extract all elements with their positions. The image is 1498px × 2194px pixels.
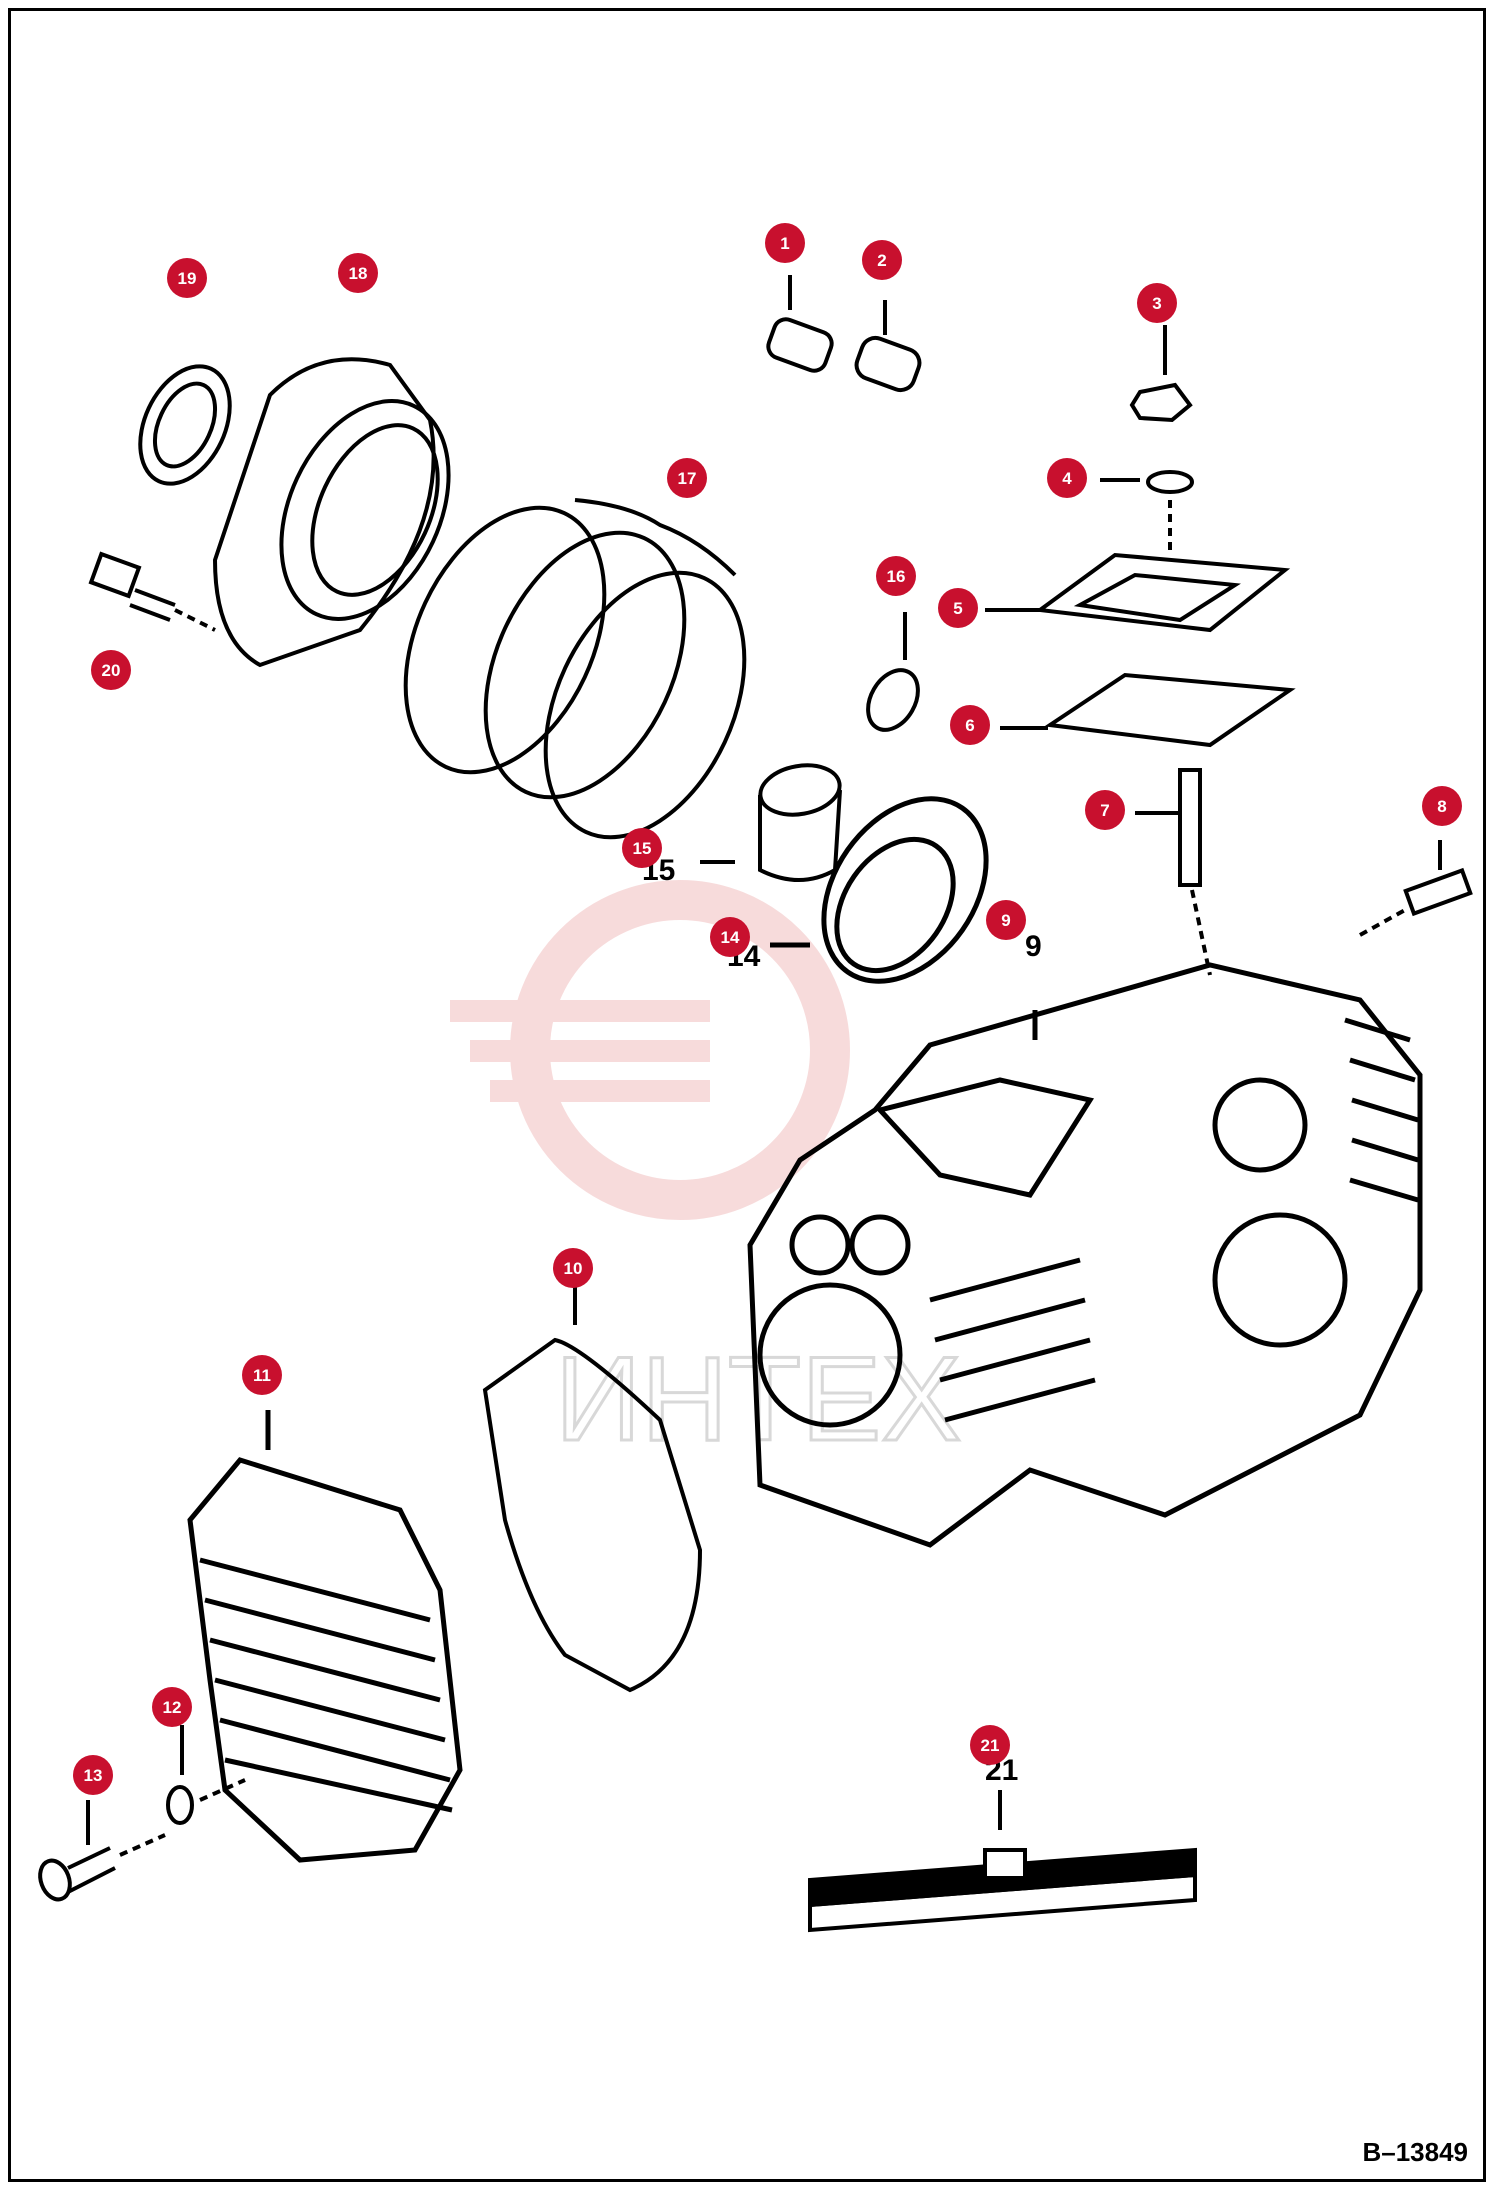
callout-16[interactable]: 16 bbox=[876, 556, 916, 596]
callout-label: 7 bbox=[1100, 801, 1109, 820]
part-4-washer[interactable] bbox=[1100, 470, 1194, 550]
callout-circle bbox=[876, 556, 916, 596]
callout-circle bbox=[986, 900, 1026, 940]
callout-circle bbox=[938, 588, 978, 628]
callout-label: 2 bbox=[877, 251, 886, 270]
part-2-gasket[interactable] bbox=[853, 300, 924, 394]
callout-17[interactable]: 17 bbox=[667, 458, 707, 498]
callout-13[interactable]: 13 bbox=[73, 1755, 113, 1795]
callout-circle bbox=[152, 1687, 192, 1727]
callout-label: 17 bbox=[678, 469, 697, 488]
part-11-cylinder-head[interactable] bbox=[187, 1410, 463, 1863]
callout-label: 18 bbox=[349, 264, 368, 283]
callout-15[interactable]: 15 bbox=[622, 828, 662, 868]
callout-20[interactable]: 20 bbox=[91, 650, 131, 690]
part-5-cover[interactable] bbox=[985, 552, 1291, 633]
callout-circle bbox=[1422, 786, 1462, 826]
callout-label: 15 bbox=[633, 839, 652, 858]
callout-label: 21 bbox=[981, 1736, 1000, 1755]
part-7-stud[interactable] bbox=[1135, 768, 1212, 976]
callout-6[interactable]: 6 bbox=[950, 705, 990, 745]
callout-label: 8 bbox=[1437, 797, 1446, 816]
callout-10[interactable]: 10 bbox=[553, 1248, 593, 1288]
callout-label: 20 bbox=[102, 661, 121, 680]
callout-14[interactable]: 14 bbox=[710, 917, 750, 957]
part-10-head-gasket[interactable] bbox=[482, 1285, 703, 1693]
callout-circle bbox=[710, 917, 750, 957]
part-13-bolt[interactable] bbox=[35, 1800, 166, 1904]
callout-8[interactable]: 8 bbox=[1422, 786, 1462, 826]
callout-circle bbox=[622, 828, 662, 868]
part-12-washer[interactable] bbox=[166, 1725, 246, 1825]
callout-circle bbox=[1137, 283, 1177, 323]
callout-label: 1 bbox=[780, 234, 789, 253]
callout-circle bbox=[553, 1248, 593, 1288]
callout-circle bbox=[970, 1725, 1010, 1765]
callout-3[interactable]: 3 bbox=[1137, 283, 1177, 323]
part-18-bearing-plate[interactable] bbox=[212, 357, 482, 668]
printed-number-9: 9 bbox=[1025, 930, 1042, 963]
callout-circle bbox=[73, 1755, 113, 1795]
part-15-bushing[interactable] bbox=[700, 759, 844, 882]
callout-label: 6 bbox=[965, 716, 974, 735]
callout-label: 16 bbox=[887, 567, 906, 586]
callout-circle bbox=[1047, 458, 1087, 498]
callout-circle bbox=[338, 253, 378, 293]
callout-circle bbox=[1085, 790, 1125, 830]
callout-label: 11 bbox=[253, 1366, 271, 1385]
callout-7[interactable]: 7 bbox=[1085, 790, 1125, 830]
callout-circle bbox=[950, 705, 990, 745]
callout-circle bbox=[242, 1355, 282, 1395]
callout-4[interactable]: 4 bbox=[1047, 458, 1087, 498]
part-6-gasket[interactable] bbox=[1000, 672, 1296, 748]
part-19-seal[interactable] bbox=[123, 352, 248, 498]
drawing-frame bbox=[8, 8, 1486, 2182]
part-3-nut[interactable] bbox=[1129, 325, 1193, 423]
callout-1[interactable]: 1 bbox=[765, 223, 805, 263]
part-9-crankcase[interactable] bbox=[747, 962, 1423, 1548]
callout-circle bbox=[667, 458, 707, 498]
part-8-pin[interactable] bbox=[1359, 840, 1473, 937]
callout-label: 9 bbox=[1001, 911, 1010, 930]
callout-18[interactable]: 18 bbox=[338, 253, 378, 293]
callout-5[interactable]: 5 bbox=[938, 588, 978, 628]
part-20-bolt[interactable] bbox=[88, 551, 216, 632]
callout-label: 13 bbox=[84, 1766, 103, 1785]
callout-circle bbox=[765, 223, 805, 263]
part-14-bearing[interactable] bbox=[770, 768, 1020, 1012]
part-17-gaskets[interactable] bbox=[366, 476, 784, 869]
callout-circle bbox=[862, 240, 902, 280]
callout-11[interactable]: 11 bbox=[242, 1355, 282, 1395]
callout-2[interactable]: 2 bbox=[862, 240, 902, 280]
callout-label: 10 bbox=[564, 1259, 583, 1278]
callout-12[interactable]: 12 bbox=[152, 1687, 192, 1727]
callout-label: 5 bbox=[953, 599, 962, 618]
callout-19[interactable]: 19 bbox=[167, 258, 207, 298]
callout-label: 4 bbox=[1062, 469, 1072, 488]
callout-label: 14 bbox=[721, 928, 740, 947]
callout-21[interactable]: 21 bbox=[970, 1725, 1010, 1765]
callout-circle bbox=[91, 650, 131, 690]
diagram-reference: B–13849 bbox=[1362, 2137, 1468, 2167]
callout-circle bbox=[167, 258, 207, 298]
part-21-kit[interactable] bbox=[808, 1790, 1197, 1933]
callout-label: 19 bbox=[178, 269, 197, 288]
callout-label: 12 bbox=[163, 1698, 182, 1717]
part-16-snap-ring[interactable] bbox=[858, 612, 928, 739]
callout-9[interactable]: 9 bbox=[986, 900, 1026, 940]
callout-label: 3 bbox=[1152, 294, 1161, 313]
part-1-gasket[interactable] bbox=[765, 275, 835, 374]
watermark-logo bbox=[450, 880, 850, 1220]
